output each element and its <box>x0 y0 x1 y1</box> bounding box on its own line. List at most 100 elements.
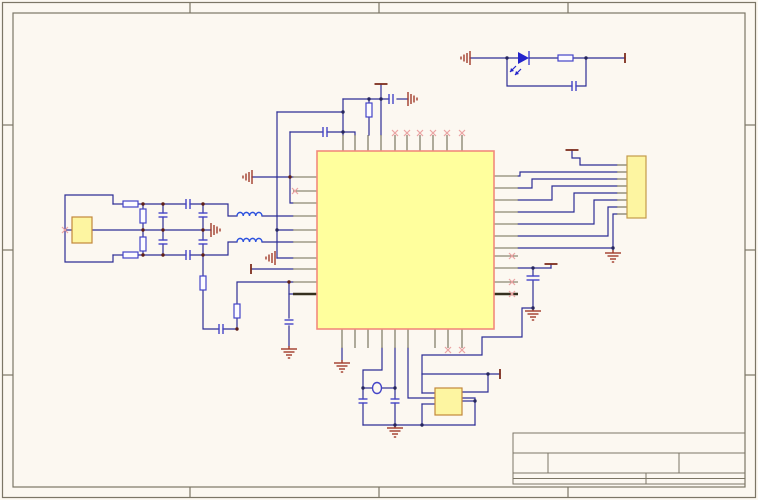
pin-layer <box>293 135 627 348</box>
sub-module-component[interactable] <box>434 387 463 416</box>
ground-icon[interactable] <box>265 251 276 265</box>
wire-segment[interactable] <box>517 199 618 225</box>
led-arrowhead-icon <box>515 71 519 75</box>
wire-segment[interactable] <box>517 178 618 189</box>
junction-dot <box>531 266 535 270</box>
wire-layer <box>64 57 626 426</box>
wire-segment[interactable] <box>202 289 220 330</box>
capacitor[interactable] <box>185 250 191 260</box>
wire-segment[interactable] <box>612 213 618 251</box>
resistor[interactable] <box>365 102 373 118</box>
no-connect-stroke <box>443 129 451 137</box>
capacitor[interactable] <box>185 199 191 209</box>
resistor[interactable] <box>199 275 207 291</box>
no-connect-icon <box>403 129 411 137</box>
wire-segment[interactable] <box>421 307 534 394</box>
ground-icon[interactable] <box>281 346 297 359</box>
capacitor[interactable] <box>158 239 168 245</box>
wire-segment[interactable] <box>236 281 294 305</box>
wire-segment[interactable] <box>64 194 114 263</box>
capacitor[interactable] <box>284 319 294 325</box>
wire-segment[interactable] <box>289 131 294 204</box>
ground-icon[interactable] <box>407 92 418 106</box>
junction-dot <box>393 386 397 390</box>
no-connect-stroke <box>403 129 411 137</box>
no-connect-stroke <box>458 346 466 354</box>
resistor[interactable] <box>233 303 241 319</box>
junction-dot <box>141 202 145 206</box>
no-connect-icon <box>508 252 516 260</box>
resistor[interactable] <box>139 208 147 224</box>
symbol-layer <box>61 51 626 438</box>
no-connect-icon <box>429 129 437 137</box>
inductor[interactable] <box>236 211 263 217</box>
no-connect-stroke <box>508 252 516 260</box>
wire-segment[interactable] <box>571 149 618 166</box>
wire-segment[interactable] <box>326 131 356 136</box>
ground-icon[interactable] <box>242 170 253 184</box>
crystal-filter-component[interactable] <box>71 216 93 244</box>
capacitor[interactable] <box>388 94 394 104</box>
wire-segment[interactable] <box>189 203 238 217</box>
no-connect-stroke <box>508 278 516 286</box>
junction-dot <box>505 56 509 60</box>
led-arrowhead-icon <box>510 68 514 72</box>
junction-dot <box>420 423 424 427</box>
junction-dot <box>201 202 205 206</box>
junction-dot <box>341 130 345 134</box>
ground-icon[interactable] <box>525 308 541 321</box>
ground-icon[interactable] <box>460 51 471 65</box>
capacitor[interactable] <box>390 398 400 404</box>
no-connect-icon <box>508 278 516 286</box>
junction-dot <box>235 327 239 331</box>
junction-dot <box>161 228 165 232</box>
capacitor[interactable] <box>218 324 224 334</box>
capacitor[interactable] <box>322 127 328 137</box>
connector-component[interactable] <box>626 155 647 219</box>
wire-segment[interactable] <box>222 317 238 330</box>
ground-icon[interactable] <box>605 250 621 263</box>
wire-segment[interactable] <box>461 373 489 393</box>
no-connect-icon <box>508 290 516 298</box>
wire-segment[interactable] <box>517 185 618 201</box>
resistor[interactable] <box>122 200 139 208</box>
capacitor[interactable] <box>198 239 208 245</box>
wire-segment[interactable] <box>517 171 618 177</box>
wire-segment[interactable] <box>362 347 383 389</box>
no-connect-stroke <box>429 129 437 137</box>
wire-segment[interactable] <box>189 241 238 256</box>
capacitor[interactable] <box>198 212 208 218</box>
wire-segment[interactable] <box>517 192 618 213</box>
capacitor[interactable] <box>358 398 368 404</box>
led-component[interactable] <box>509 51 530 76</box>
junction-dot <box>361 386 365 390</box>
resistor[interactable] <box>122 251 139 259</box>
crystal-oscillator[interactable] <box>371 381 383 395</box>
junction-dot <box>341 110 345 114</box>
ground-icon[interactable] <box>334 360 350 373</box>
ground-icon[interactable] <box>387 425 403 438</box>
capacitor[interactable] <box>526 275 540 281</box>
no-connect-stroke <box>444 346 452 354</box>
junction-dot <box>379 97 383 101</box>
main-ic[interactable] <box>316 150 495 330</box>
resistor[interactable] <box>557 54 574 62</box>
no-connect-icon <box>444 346 452 354</box>
wire-segment[interactable] <box>517 206 618 237</box>
no-connect-icon <box>61 226 69 234</box>
wire-segment[interactable] <box>506 57 573 87</box>
capacitor[interactable] <box>571 81 577 91</box>
wire-segment[interactable] <box>575 57 587 87</box>
resistor[interactable] <box>139 236 147 252</box>
capacitor[interactable] <box>158 212 168 218</box>
junction-dot <box>288 175 292 179</box>
junction-dot <box>141 253 145 257</box>
junction-dot <box>393 423 397 427</box>
ground-icon[interactable] <box>210 223 221 237</box>
no-connect-icon <box>458 346 466 354</box>
title-block-outline <box>512 432 746 485</box>
inductor[interactable] <box>236 237 263 243</box>
junction-dot <box>141 228 145 232</box>
